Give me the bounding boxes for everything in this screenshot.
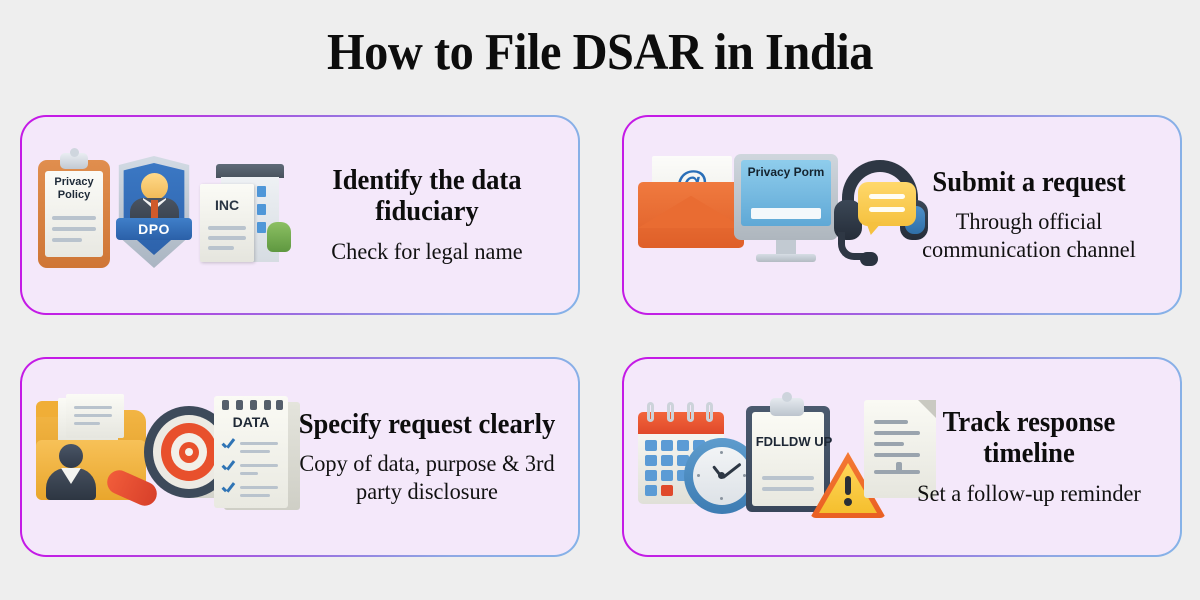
card-heading: Submit a request xyxy=(932,166,1126,198)
card-track-response-timeline[interactable]: FDLLDW UP xyxy=(622,357,1182,557)
card-submit-a-request[interactable]: @ Privacy Porm xyxy=(622,115,1182,315)
card-subtitle: Set a follow-up reminder xyxy=(917,480,1141,506)
card-grid: Privacy Policy DPO xyxy=(20,115,1182,557)
data-checklist-icon: DATA xyxy=(214,396,300,512)
monitor-label: Privacy Porm xyxy=(747,165,825,179)
card-heading: Track response timeline xyxy=(942,406,1116,470)
card-text-block: Specify request clearly Copy of data, pu… xyxy=(286,409,578,506)
checklist-label: DATA xyxy=(232,414,270,430)
card-subtitle: Check for legal name xyxy=(331,238,523,264)
card-text-block: Track response timeline Set a follow-up … xyxy=(888,407,1180,507)
calendar-clock-clipboard-warning-illustration: FDLLDW UP xyxy=(638,392,936,522)
clipboard-label: Privacy Policy xyxy=(54,176,94,201)
privacy-policy-clipboard-icon: Privacy Policy xyxy=(38,148,110,268)
clipboard-label: FDLLDW UP xyxy=(755,434,833,449)
card-heading: Specify request clearly xyxy=(298,408,556,440)
chat-bubble-icon xyxy=(858,182,916,226)
user-data-folder-icon xyxy=(36,394,161,510)
email-monitor-headset-illustration: @ Privacy Porm xyxy=(638,150,928,280)
card-text-block: Identify the data fiduciary Check for le… xyxy=(286,165,578,265)
privacy-form-monitor-icon: Privacy Porm xyxy=(734,154,838,272)
response-document-icon xyxy=(864,400,936,498)
follow-up-clipboard-icon: FDLLDW UP xyxy=(746,392,832,512)
support-headset-icon xyxy=(834,160,928,270)
page-title: How to File DSAR in India xyxy=(327,24,873,81)
company-building-icon: INC xyxy=(200,164,291,264)
card-subtitle: Through official communication channel xyxy=(922,209,1136,262)
card-specify-request-clearly[interactable]: DATA Specify request clearly Copy xyxy=(20,357,580,557)
email-envelope-icon: @ xyxy=(638,156,744,248)
inc-document-icon: INC xyxy=(200,184,254,262)
folder-target-data-checklist-illustration: DATA xyxy=(36,392,300,522)
card-identify-data-fiduciary[interactable]: Privacy Policy DPO xyxy=(20,115,580,315)
dpo-shield-icon: DPO xyxy=(114,156,194,268)
privacy-policy-dpo-company-illustration: Privacy Policy DPO xyxy=(36,148,291,280)
card-subtitle: Copy of data, purpose & 3rd party disclo… xyxy=(299,451,555,504)
shield-label: DPO xyxy=(116,218,192,240)
card-text-block: Submit a request Through official commun… xyxy=(888,167,1180,264)
person-silhouette-icon xyxy=(44,444,96,500)
card-heading: Identify the data fiduciary xyxy=(332,164,522,228)
